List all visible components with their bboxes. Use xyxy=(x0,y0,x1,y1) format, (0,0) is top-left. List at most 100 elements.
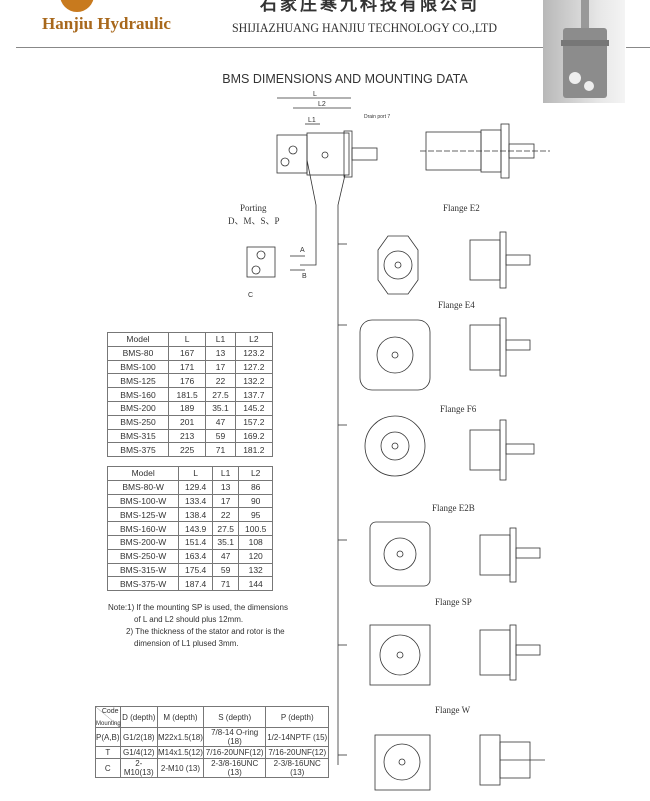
table-cell: BMS-315-W xyxy=(106,562,180,578)
table-cell: 27.5 xyxy=(205,387,236,402)
table-cell: 189 xyxy=(167,400,207,416)
table-cell: BMS-100-W xyxy=(106,493,180,509)
header-cell: L1 xyxy=(211,466,240,481)
header-cell: L xyxy=(167,332,207,347)
table-cell: 132.2 xyxy=(234,373,274,389)
company-name-chinese: 石家庄寒九科技有限公司 xyxy=(260,0,480,15)
main-motor-side-view xyxy=(276,97,378,178)
table-cell: 2-3/8-16UNC (13) xyxy=(202,758,267,778)
table-cell: 138.4 xyxy=(178,507,213,523)
company-logo xyxy=(60,0,94,12)
table-cell: 17 xyxy=(205,359,236,375)
table-cell: 169.2 xyxy=(234,428,274,444)
dim-L1: L1 xyxy=(308,117,316,124)
table-cell: 175.4 xyxy=(178,562,213,578)
table-cell: 132 xyxy=(238,562,273,578)
table-cell: 171 xyxy=(167,359,207,375)
table-cell: BMS-160-W xyxy=(106,521,180,536)
header-divider-right xyxy=(626,47,650,48)
table-cell: 225 xyxy=(167,442,207,458)
table-cell: 7/16-20UNF(12) xyxy=(265,746,329,759)
table-cell: P(A,B) xyxy=(95,727,121,747)
table-cell: 213 xyxy=(167,428,207,444)
table-cell: BMS-160 xyxy=(107,387,169,402)
table-cell: 167 xyxy=(167,345,207,361)
table-cell: 2-M10 (13) xyxy=(157,758,204,778)
table-cell: 181.5 xyxy=(167,387,207,402)
flange-e2-label: Flange E2 xyxy=(443,203,480,213)
port-table: Code Mounting D (depth) M (depth) S (dep… xyxy=(95,706,329,778)
flange-sp-side xyxy=(479,624,541,681)
table-cell: 176 xyxy=(167,373,207,389)
notes: Note:1) If the mounting SP is used, the … xyxy=(108,602,288,650)
flange-w-side xyxy=(479,734,545,786)
table-cell: 123.2 xyxy=(234,345,274,361)
table-cell: 181.2 xyxy=(234,442,274,458)
porting-types: D、M、S、P xyxy=(228,216,280,226)
porting-title: Porting xyxy=(240,203,267,213)
corner-bottom-label: Mounting xyxy=(96,721,121,727)
port-A-label: A xyxy=(300,247,305,254)
table-cell: 163.4 xyxy=(178,548,213,564)
table-cell: BMS-125-W xyxy=(106,507,180,523)
flange-e2b-side xyxy=(479,527,541,583)
table-cell: BMS-315 xyxy=(107,428,169,444)
table-cell: 90 xyxy=(238,493,273,509)
note-line: of L and L2 should plus 12mm. xyxy=(134,615,244,624)
table-cell: G1/4(12) xyxy=(119,746,159,759)
table-cell: 1/2-14NPTF (15) xyxy=(265,727,329,747)
table-cell: 47 xyxy=(205,414,236,430)
flange-w-label: Flange W xyxy=(435,705,471,715)
corner-top-label: Code xyxy=(101,708,119,715)
table-cell: 13 xyxy=(211,479,240,495)
connector-line xyxy=(337,174,347,765)
table-header-row: Model L L1 L2 xyxy=(106,466,273,481)
porting-view xyxy=(246,159,317,278)
table-cell: 157.2 xyxy=(234,414,274,430)
table-header-row: Model L L1 L2 xyxy=(107,332,274,347)
table-cell: BMS-80 xyxy=(107,345,169,361)
header-cell: L xyxy=(178,466,213,481)
page-title: BMS DIMENSIONS AND MOUNTING DATA xyxy=(222,72,468,86)
header-cell: L1 xyxy=(205,332,236,347)
table-cell: 151.4 xyxy=(178,534,213,550)
product-photo xyxy=(543,0,625,103)
table-cell: T xyxy=(95,746,121,759)
flange-w-front xyxy=(374,734,431,791)
header-cell: L2 xyxy=(234,332,274,347)
table-cell: 35.1 xyxy=(205,400,236,416)
table-cell: 22 xyxy=(205,373,236,389)
table-cell: 137.7 xyxy=(234,387,274,402)
table-cell: 17 xyxy=(211,493,240,509)
table-cell: C xyxy=(95,758,121,778)
table-cell: 71 xyxy=(211,576,240,592)
port-B-label: B xyxy=(302,273,307,280)
flange-e2b-label: Flange E2B xyxy=(432,503,475,513)
table-cell: G1/2(18) xyxy=(119,727,159,747)
table-cell: 100.5 xyxy=(238,521,273,536)
table-cell: 13 xyxy=(205,345,236,361)
flange-sp-label: Flange SP xyxy=(435,597,472,607)
table-cell: 187.4 xyxy=(178,576,213,592)
note-line: dimension of L1 plused 3mm. xyxy=(134,639,239,648)
table-cell: 129.4 xyxy=(178,479,213,495)
flange-e4-front xyxy=(359,319,431,391)
header-cell: L2 xyxy=(238,466,273,481)
note-line: Note:1) If the mounting SP is used, the … xyxy=(108,603,288,612)
table-cell: BMS-375 xyxy=(107,442,169,458)
table-cell: 133.4 xyxy=(178,493,213,509)
header-cell: D (depth) xyxy=(119,706,159,728)
table-cell: BMS-200 xyxy=(107,400,169,416)
table-cell: BMS-200-W xyxy=(106,534,180,550)
